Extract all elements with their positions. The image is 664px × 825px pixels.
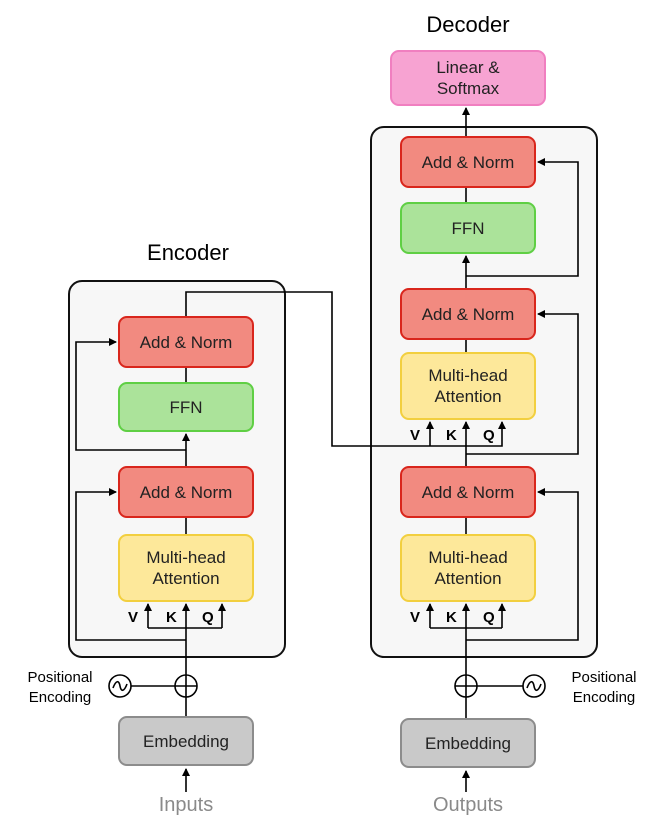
encoder-ffn-label: FFN bbox=[169, 397, 203, 417]
decoder-add-norm-bottom: Add & Norm bbox=[400, 466, 536, 518]
decoder-cross-k-label: K bbox=[446, 427, 457, 444]
decoder-self-attention-line2: Attention bbox=[434, 569, 502, 588]
decoder-self-attention: Multi-head Attention bbox=[400, 534, 536, 602]
encoder-attention-line1: Multi-head bbox=[146, 548, 226, 567]
inputs-label: Inputs bbox=[158, 794, 214, 816]
decoder-add-norm-top-label: Add & Norm bbox=[421, 152, 515, 172]
encoder-k-label: K bbox=[166, 609, 177, 626]
decoder-ffn: FFN bbox=[400, 202, 536, 254]
decoder-self-attention-line1: Multi-head bbox=[428, 548, 508, 567]
encoder-multihead-attention: Multi-head Attention bbox=[118, 534, 254, 602]
encoder-q-label: Q bbox=[202, 609, 214, 626]
encoder-embedding: Embedding bbox=[118, 716, 254, 766]
decoder-cross-v-label: V bbox=[410, 427, 421, 444]
decoder-add-norm-bottom-label: Add & Norm bbox=[421, 482, 515, 502]
decoder-cross-attention: Multi-head Attention bbox=[400, 352, 536, 420]
decoder-linear-softmax: Linear & Softmax bbox=[390, 50, 546, 106]
decoder-residual-3 bbox=[466, 158, 579, 277]
decoder-v-label: V bbox=[410, 609, 421, 626]
encoder-positional-line1: Positional bbox=[27, 669, 93, 686]
decoder-positional-line2: Encoding bbox=[572, 689, 636, 706]
decoder-add-norm-top: Add & Norm bbox=[400, 136, 536, 188]
decoder-cross-q-label: Q bbox=[483, 427, 495, 444]
decoder-positional-encoding-label: Positional Encoding bbox=[552, 668, 656, 708]
linear-softmax-line1: Linear & bbox=[436, 58, 500, 77]
outputs-label: Outputs bbox=[432, 794, 504, 816]
encoder-residual-2 bbox=[75, 338, 186, 451]
encoder-add-norm-top-label: Add & Norm bbox=[139, 332, 233, 352]
decoder-sine-icon bbox=[522, 674, 546, 698]
encoder-positional-line2: Encoding bbox=[28, 689, 92, 706]
decoder-q-label: Q bbox=[483, 609, 495, 626]
decoder-residual-1 bbox=[466, 488, 579, 641]
encoder-residual-1 bbox=[75, 488, 186, 641]
decoder-positional-line1: Positional bbox=[571, 669, 637, 686]
encoder-attention-line2: Attention bbox=[152, 569, 220, 588]
encoder-sine-icon bbox=[108, 674, 132, 698]
encoder-add-norm-top: Add & Norm bbox=[118, 316, 254, 368]
decoder-ffn-label: FFN bbox=[451, 218, 485, 238]
decoder-residual-2 bbox=[466, 310, 579, 455]
encoder-add-norm-bottom: Add & Norm bbox=[118, 466, 254, 518]
encoder-ffn: FFN bbox=[118, 382, 254, 432]
decoder-add-norm-mid-label: Add & Norm bbox=[421, 304, 515, 324]
linear-softmax-line2: Softmax bbox=[436, 79, 500, 98]
decoder-add-norm-mid: Add & Norm bbox=[400, 288, 536, 340]
decoder-k-label: K bbox=[446, 609, 457, 626]
encoder-v-label: V bbox=[128, 609, 139, 626]
encoder-to-decoder-wire bbox=[185, 291, 466, 447]
decoder-cross-attention-line1: Multi-head bbox=[428, 366, 508, 385]
encoder-add-norm-bottom-label: Add & Norm bbox=[139, 482, 233, 502]
decoder-to-cross-q bbox=[465, 421, 506, 466]
decoder-embedding-label: Embedding bbox=[424, 733, 511, 753]
decoder-embedding: Embedding bbox=[400, 718, 536, 768]
decoder-title: Decoder bbox=[426, 12, 510, 37]
encoder-positional-encoding-label: Positional Encoding bbox=[8, 668, 112, 708]
encoder-embedding-label: Embedding bbox=[142, 731, 229, 751]
encoder-title: Encoder bbox=[147, 240, 229, 265]
decoder-cross-attention-line2: Attention bbox=[434, 387, 502, 406]
